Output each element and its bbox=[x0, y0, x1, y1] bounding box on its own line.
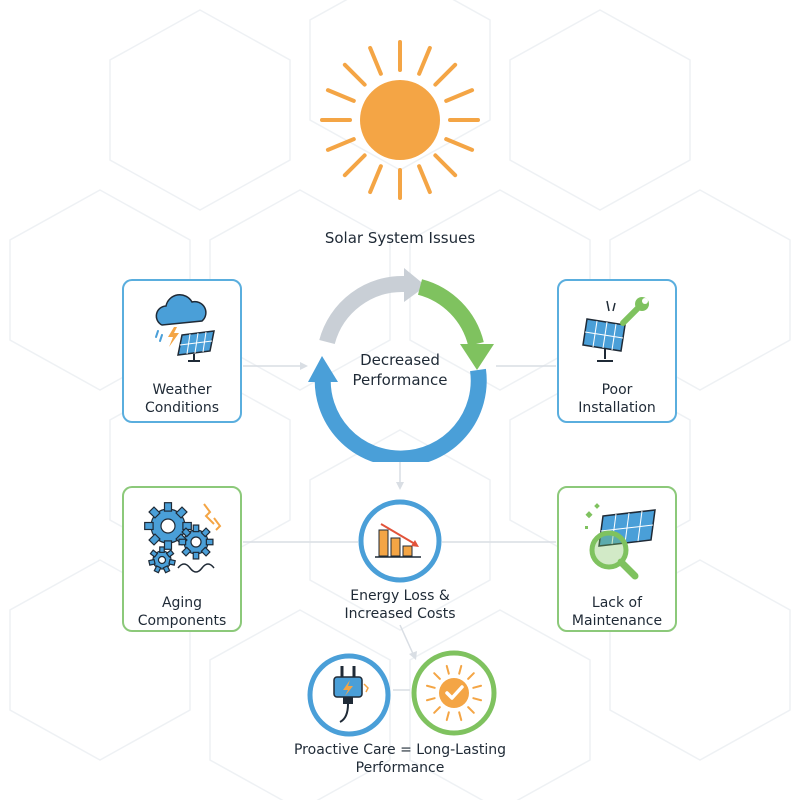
center-label-line1: Decreased bbox=[360, 351, 440, 369]
sun-ray bbox=[325, 137, 356, 152]
check-sun-circle bbox=[411, 650, 497, 736]
wrench-icon bbox=[620, 297, 649, 326]
gear-tooth bbox=[175, 506, 188, 519]
solar-panel-icon bbox=[582, 297, 649, 362]
gear-tooth bbox=[168, 558, 176, 566]
sun-ray bbox=[325, 88, 356, 103]
plug-circle bbox=[307, 653, 391, 737]
gears-icon bbox=[144, 502, 222, 574]
center-label: Decreased Performance bbox=[320, 350, 480, 390]
sun-ray bbox=[417, 164, 432, 195]
card-poor-installation: Poor Installation bbox=[557, 279, 677, 423]
energy-loss-circle bbox=[358, 499, 442, 583]
gear-tooth bbox=[200, 527, 211, 538]
solar-panel-icon bbox=[177, 330, 215, 362]
gear-tooth bbox=[192, 524, 200, 533]
sun-ray bbox=[444, 137, 475, 152]
card-maintenance-label: Lack of Maintenance bbox=[571, 595, 663, 629]
sun-ray bbox=[458, 711, 463, 722]
sun-ray bbox=[458, 664, 463, 675]
gear-tooth bbox=[181, 546, 192, 557]
sun-ray bbox=[368, 45, 383, 76]
gear-tooth bbox=[153, 565, 162, 574]
gear-tooth bbox=[200, 546, 211, 557]
gear-tooth bbox=[205, 538, 214, 546]
checkmark-icon bbox=[445, 685, 464, 700]
gear-tooth bbox=[144, 521, 154, 531]
center-label-line2: Performance bbox=[352, 371, 448, 389]
sun-ray bbox=[472, 684, 483, 689]
cycle-diagram bbox=[308, 268, 494, 462]
gear-tooth bbox=[181, 527, 192, 538]
footer-label: Proactive Care = Long-Lasting Performanc… bbox=[293, 742, 506, 776]
sun-ray bbox=[433, 153, 458, 178]
sun-ray bbox=[417, 45, 432, 76]
gear-tooth bbox=[148, 558, 156, 566]
sun-ray bbox=[425, 697, 436, 702]
gear-tooth bbox=[149, 549, 159, 558]
cloud-storm-icon bbox=[155, 294, 215, 362]
gear-tooth bbox=[163, 502, 173, 512]
gear-tooth bbox=[192, 551, 200, 560]
gear-tooth bbox=[159, 546, 165, 553]
sun-ray bbox=[445, 711, 450, 722]
card-weather-label: Weather Conditions bbox=[144, 382, 220, 416]
bar-chart-down-icon bbox=[375, 523, 421, 558]
sun-ray bbox=[472, 697, 483, 702]
gear-tooth bbox=[148, 533, 161, 546]
plug-icon bbox=[333, 666, 369, 723]
check-sun-icon bbox=[425, 664, 483, 722]
sun-ray bbox=[342, 62, 367, 87]
sun-ray bbox=[342, 153, 367, 178]
sun-ray bbox=[433, 672, 441, 680]
energy-loss-label: Energy Loss & Increased Costs bbox=[344, 588, 456, 622]
gear-tooth bbox=[178, 538, 187, 546]
sun-ray bbox=[425, 684, 436, 689]
sun-icon bbox=[320, 40, 480, 200]
gear-tooth bbox=[148, 506, 161, 519]
gear-tooth bbox=[162, 565, 171, 574]
card-installation-label: Poor Installation bbox=[578, 382, 656, 416]
sun-ray bbox=[444, 88, 475, 103]
magnifier-icon bbox=[585, 503, 656, 580]
card-weather-conditions: Weather Conditions bbox=[122, 279, 242, 423]
connector-energy-footer bbox=[399, 624, 415, 657]
card-lack-of-maintenance: Lack of Maintenance bbox=[557, 486, 677, 632]
sun-ray bbox=[368, 164, 383, 195]
blue-arrowhead bbox=[308, 356, 338, 382]
sun-ray bbox=[445, 664, 450, 675]
card-aging-label: Aging Components bbox=[137, 595, 227, 629]
gear-tooth bbox=[165, 549, 175, 558]
card-aging-components: Aging Components bbox=[122, 486, 242, 632]
sun-ray bbox=[433, 62, 458, 87]
gray-arrowhead bbox=[404, 268, 426, 302]
page-title: Solar System Issues bbox=[324, 229, 476, 247]
gear-tooth bbox=[163, 540, 173, 550]
sun-ray bbox=[467, 706, 475, 714]
green-arrowhead bbox=[460, 344, 494, 370]
sun-ray bbox=[467, 672, 475, 680]
sun-ray bbox=[433, 706, 441, 714]
